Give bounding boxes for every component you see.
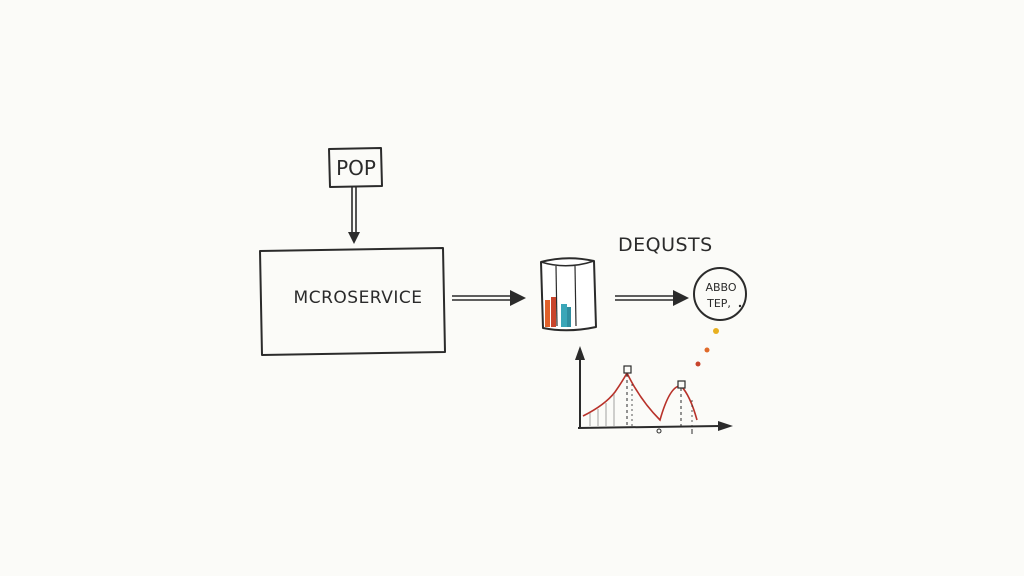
- dot-yellow: [713, 328, 719, 334]
- mini-chart: [575, 346, 733, 434]
- dots-trail: [695, 328, 719, 367]
- mini-chart-peak-2: [677, 380, 686, 389]
- mini-chart-curve: [582, 371, 698, 422]
- microservice-to-queue-arrow: [452, 290, 526, 306]
- microservice-node: MCROSERVICE: [259, 247, 446, 356]
- microservice-label: MCROSERVICE: [294, 288, 423, 308]
- mini-chart-hatch: [589, 394, 615, 426]
- queue-to-circle-arrow: [615, 290, 689, 306]
- queue-bar-teal: [561, 304, 567, 327]
- pop-label: POP: [336, 156, 376, 180]
- circle-label-line1: ABBO: [705, 281, 736, 294]
- queue-bar-orange: [545, 300, 550, 327]
- queue-node: [540, 257, 597, 332]
- queue-bar-teal-dark: [567, 307, 571, 327]
- circle-node: ABBO TEP,: [693, 267, 747, 321]
- pop-node: POP: [328, 147, 383, 188]
- dequsts-label: DEQUSTS: [618, 234, 713, 256]
- mini-chart-x-axis: [577, 425, 721, 429]
- pop-to-microservice-arrow: [348, 187, 360, 244]
- queue-bar-red: [551, 297, 556, 327]
- dot-red: [695, 361, 701, 367]
- mini-chart-peak-1: [623, 365, 632, 374]
- dot-orange: [704, 347, 710, 353]
- circle-label-line2: TEP,: [706, 297, 731, 310]
